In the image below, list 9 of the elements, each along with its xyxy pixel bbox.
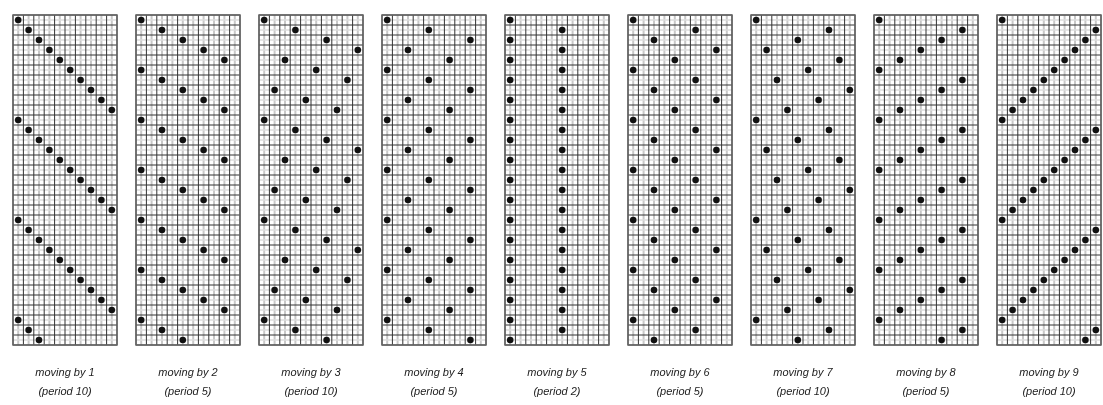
grid-caption: moving by 5 (period 2) [526, 365, 588, 399]
grid-caption: moving by 1 (period 10) [34, 365, 96, 399]
grid-caption: moving by 8 (period 5) [895, 365, 957, 399]
grid-caption: moving by 9 (period 10) [1018, 365, 1080, 399]
grid-caption: moving by 3 (period 10) [280, 365, 342, 399]
grid-caption: moving by 7 (period 10) [772, 365, 834, 399]
grid-caption: moving by 4 (period 5) [403, 365, 465, 399]
grid-caption: moving by 6 (period 5) [649, 365, 711, 399]
grid-caption: moving by 2 (period 5) [157, 365, 219, 399]
